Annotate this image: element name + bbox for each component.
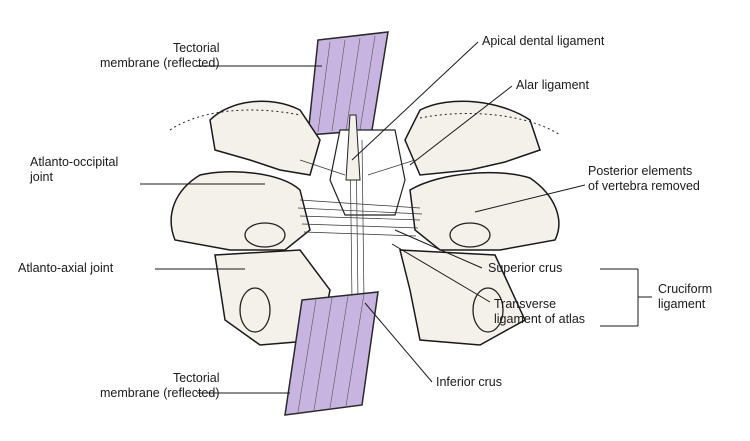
occipital-bone-left	[210, 101, 320, 175]
label-tectorial-membrane-bottom: Tectorial membrane (reflected)	[100, 371, 220, 401]
label-inferior-crus: Inferior crus	[436, 375, 502, 390]
dens	[330, 130, 405, 215]
label-atlanto-axial-joint: Atlanto-axial joint	[18, 261, 113, 276]
label-cruciform-ligament: Cruciform ligament	[658, 282, 712, 312]
label-transverse-ligament: Transverse ligament of atlas	[494, 297, 585, 327]
label-tectorial-membrane-top: Tectorial membrane (reflected)	[100, 41, 220, 71]
label-posterior-elements: Posterior elements of vertebra removed	[588, 164, 700, 194]
atlas-lateral-mass-left	[171, 172, 310, 250]
label-alar-ligament: Alar ligament	[516, 78, 589, 93]
label-superior-crus: Superior crus	[488, 261, 562, 276]
label-atlanto-occipital-joint: Atlanto-occipital joint	[30, 155, 118, 185]
atlas-lateral-mass-right	[410, 173, 559, 250]
label-apical-dental-ligament: Apical dental ligament	[482, 34, 604, 49]
occipital-bone-right	[405, 101, 540, 175]
